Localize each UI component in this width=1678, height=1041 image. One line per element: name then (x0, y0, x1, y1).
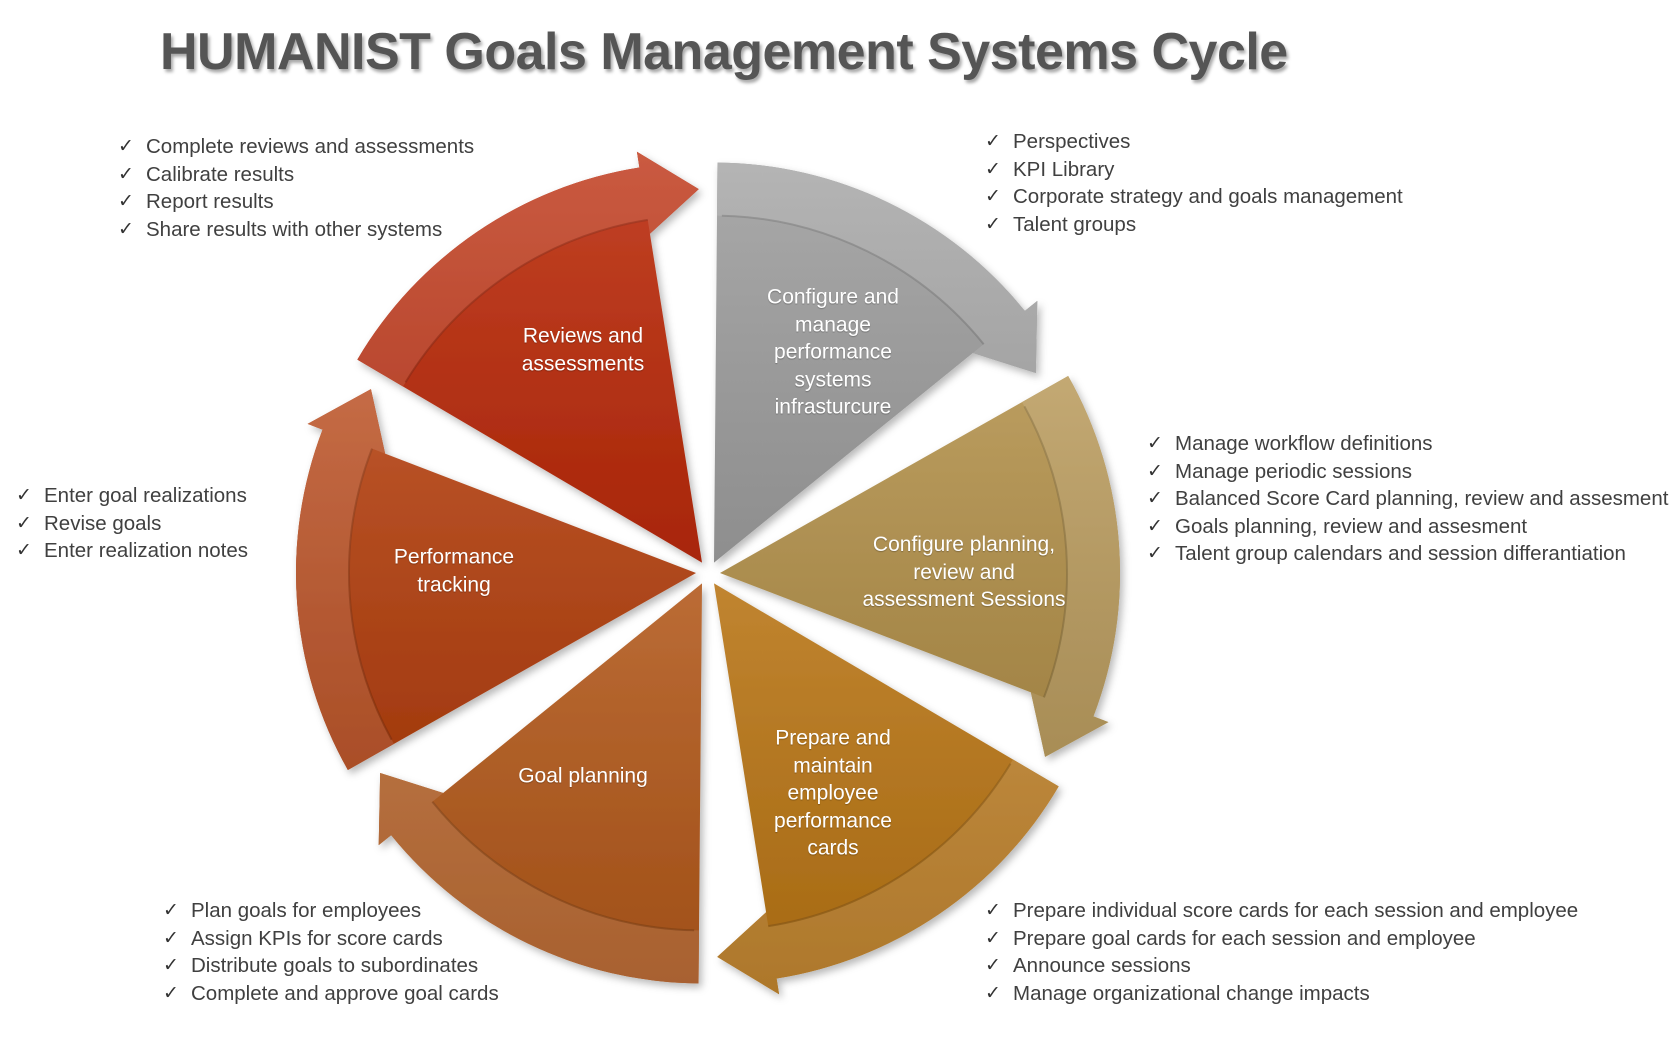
check-mark-icon: ✓ (163, 954, 179, 977)
list-item: ✓Talent groups (985, 211, 1403, 239)
reviews-tasks-list: ✓Complete reviews and assessments ✓Calib… (118, 133, 474, 243)
segment-label-reviews: Reviews and assessments (521, 324, 645, 376)
list-item: ✓Corporate strategy and goals management (985, 183, 1403, 211)
segment-shading (378, 583, 702, 984)
list-item: ✓KPI Library (985, 156, 1403, 184)
list-item: ✓Plan goals for employees (163, 897, 499, 925)
check-mark-icon: ✓ (16, 539, 32, 562)
segment-shading (714, 583, 1059, 995)
list-item: ✓Assign KPIs for score cards (163, 925, 499, 953)
goal-planning-tasks-list: ✓Plan goals for employees ✓Assign KPIs f… (163, 897, 499, 1007)
check-mark-icon: ✓ (985, 899, 1001, 921)
list-item: ✓Perspectives (985, 128, 1403, 156)
check-mark-icon: ✓ (163, 981, 179, 1004)
list-item: ✓Calibrate results (118, 161, 474, 189)
check-mark-icon: ✓ (118, 190, 134, 213)
check-mark-icon: ✓ (16, 511, 32, 534)
check-mark-icon: ✓ (985, 981, 1001, 1004)
check-mark-icon: ✓ (985, 157, 1001, 180)
list-item: ✓Report results (118, 188, 474, 216)
cycle-segment-performance-tracking (296, 389, 696, 770)
list-item: ✓Enter goal realizations (16, 482, 248, 510)
check-mark-icon: ✓ (1147, 514, 1163, 537)
sessions-tasks-list: ✓Manage workflow definitions ✓Manage per… (1147, 430, 1668, 568)
check-mark-icon: ✓ (16, 484, 32, 506)
page-title: HUMANIST Goals Management Systems Cycle (160, 23, 1288, 81)
list-item: ✓Revise goals (16, 510, 248, 538)
cycle-segment-sessions (720, 376, 1120, 757)
check-mark-icon: ✓ (985, 130, 1001, 152)
infrastructure-tasks-list: ✓Perspectives ✓KPI Library ✓Corporate st… (985, 128, 1403, 238)
segment-shading (714, 162, 1038, 563)
check-mark-icon: ✓ (1147, 459, 1163, 482)
segment-shading (720, 376, 1120, 757)
segment-label-performance-tracking: Performance tracking (393, 545, 515, 597)
check-mark-icon: ✓ (163, 926, 179, 949)
cycle-segment-infrastructure (714, 162, 1038, 563)
segment-shading (296, 389, 696, 770)
cycle-segment-goal-planning (378, 583, 702, 984)
check-mark-icon: ✓ (118, 217, 134, 240)
list-item: ✓Prepare goal cards for each session and… (985, 925, 1578, 953)
check-mark-icon: ✓ (985, 212, 1001, 235)
cycle-segment-reviews (357, 151, 702, 563)
list-item: ✓Complete reviews and assessments (118, 133, 474, 161)
performance-tracking-tasks-list: ✓Enter goal realizations ✓Revise goals ✓… (16, 482, 248, 565)
segment-shading (357, 151, 702, 563)
check-mark-icon: ✓ (1147, 487, 1163, 510)
list-item: ✓Talent group calendars and session diff… (1147, 540, 1668, 568)
list-item: ✓Manage periodic sessions (1147, 458, 1668, 486)
check-mark-icon: ✓ (985, 185, 1001, 208)
segment-label-performance-cards: Prepare and maintain employee performanc… (774, 726, 892, 860)
cycle-segment-performance-cards (714, 583, 1059, 995)
check-mark-icon: ✓ (163, 899, 179, 921)
list-item: ✓Enter realization notes (16, 537, 248, 565)
segment-label-infrastructure: Configure and manage performance systems… (767, 285, 899, 419)
list-item: ✓Manage organizational change impacts (985, 980, 1578, 1008)
check-mark-icon: ✓ (118, 135, 134, 157)
list-item: ✓Balanced Score Card planning, review an… (1147, 485, 1668, 513)
list-item: ✓Announce sessions (985, 952, 1578, 980)
check-mark-icon: ✓ (1147, 542, 1163, 565)
check-mark-icon: ✓ (985, 954, 1001, 977)
list-item: ✓Manage workflow definitions (1147, 430, 1668, 458)
segment-label-goal-planning: Goal planning (518, 764, 648, 788)
list-item: ✓Prepare individual score cards for each… (985, 897, 1578, 925)
list-item: ✓Distribute goals to subordinates (163, 952, 499, 980)
list-item: ✓Goals planning, review and assesment (1147, 513, 1668, 541)
check-mark-icon: ✓ (118, 162, 134, 185)
list-item: ✓Complete and approve goal cards (163, 980, 499, 1008)
check-mark-icon: ✓ (1147, 432, 1163, 454)
list-item: ✓Share results with other systems (118, 216, 474, 244)
performance-cards-tasks-list: ✓Prepare individual score cards for each… (985, 897, 1578, 1007)
check-mark-icon: ✓ (985, 926, 1001, 949)
segment-label-sessions: Configure planning, review and assessmen… (862, 532, 1066, 611)
